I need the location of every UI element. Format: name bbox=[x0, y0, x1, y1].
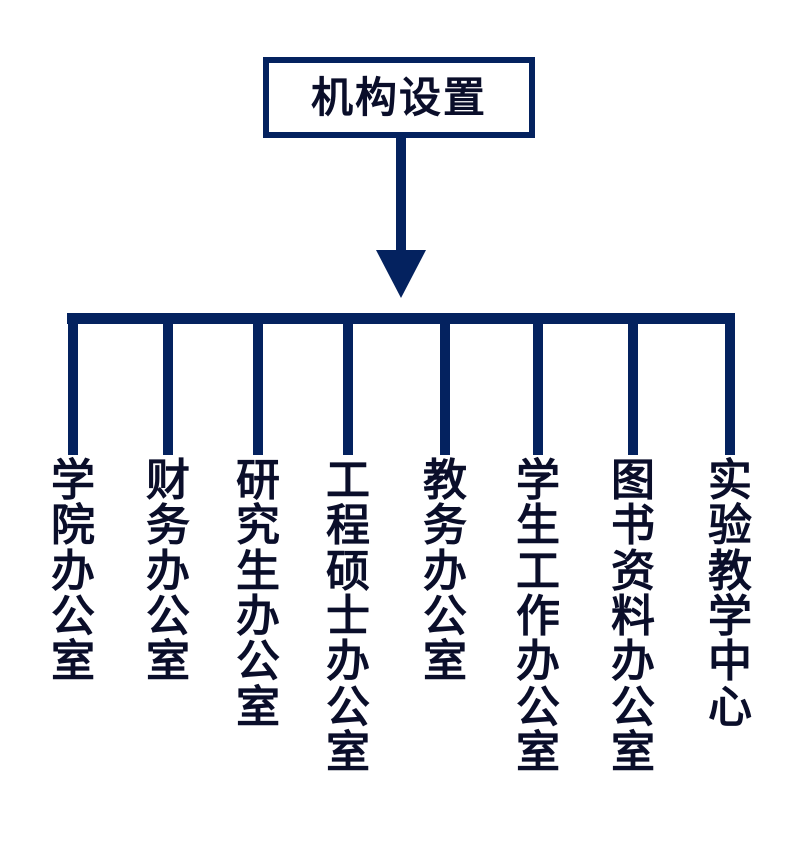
org-node-char: 务 bbox=[146, 500, 190, 552]
org-node-char: 工 bbox=[516, 545, 560, 597]
org-node-char: 公 bbox=[236, 636, 280, 688]
org-node-char: 办 bbox=[611, 636, 655, 688]
org-node-char: 硕 bbox=[326, 545, 370, 597]
org-node-char: 教 bbox=[423, 455, 467, 506]
arrow-stem bbox=[396, 138, 406, 251]
branch-stem-7 bbox=[628, 324, 638, 455]
org-node-char: 心 bbox=[708, 681, 752, 733]
org-node-char: 室 bbox=[423, 636, 467, 688]
org-node-char: 中 bbox=[708, 636, 752, 688]
org-node-4[interactable]: 工程硕士办公室 bbox=[318, 455, 378, 778]
org-node-char: 办 bbox=[423, 545, 467, 597]
org-node-char: 程 bbox=[326, 500, 370, 552]
org-node-char: 公 bbox=[146, 590, 190, 642]
org-node-char: 士 bbox=[326, 590, 370, 642]
org-node-char: 室 bbox=[236, 681, 280, 733]
org-node-char: 公 bbox=[423, 590, 467, 642]
org-node-8[interactable]: 实验教学中心 bbox=[700, 458, 760, 730]
horizontal-connector-bar bbox=[67, 313, 735, 324]
org-node-char: 办 bbox=[146, 545, 190, 597]
org-node-char: 办 bbox=[326, 636, 370, 688]
branch-stem-6 bbox=[533, 324, 543, 455]
org-node-char: 财 bbox=[146, 455, 190, 506]
org-node-char: 室 bbox=[611, 726, 655, 778]
branch-stem-5 bbox=[440, 324, 450, 455]
org-node-char: 图 bbox=[611, 455, 655, 506]
org-node-2[interactable]: 财务办公室 bbox=[138, 458, 198, 685]
org-node-char: 公 bbox=[516, 681, 560, 733]
org-node-char: 公 bbox=[611, 681, 655, 733]
branch-stem-8 bbox=[725, 324, 735, 455]
org-node-char: 验 bbox=[708, 500, 752, 552]
org-node-char: 教 bbox=[708, 545, 752, 597]
branch-stem-4 bbox=[343, 324, 353, 455]
org-node-char: 院 bbox=[51, 500, 95, 552]
org-node-char: 室 bbox=[326, 726, 370, 778]
org-node-char: 研 bbox=[236, 455, 280, 506]
org-node-3[interactable]: 研究生办公室 bbox=[228, 458, 288, 730]
org-node-char: 工 bbox=[326, 455, 370, 506]
org-node-char: 生 bbox=[516, 500, 560, 552]
org-node-1[interactable]: 学院办公室 bbox=[43, 458, 103, 685]
branch-stem-2 bbox=[163, 324, 173, 455]
org-node-char: 室 bbox=[51, 636, 95, 688]
org-node-char: 学 bbox=[51, 455, 95, 506]
down-arrow-icon bbox=[376, 250, 426, 298]
root-node-box[interactable]: 机构设置 bbox=[263, 57, 535, 138]
org-node-char: 办 bbox=[51, 545, 95, 597]
branch-stem-3 bbox=[253, 324, 263, 455]
org-node-char: 学 bbox=[516, 455, 560, 506]
org-node-char: 室 bbox=[146, 636, 190, 688]
org-node-char: 公 bbox=[51, 590, 95, 642]
org-node-char: 实 bbox=[708, 455, 752, 506]
root-node-label: 机构设置 bbox=[310, 72, 487, 122]
org-node-char: 作 bbox=[516, 590, 560, 642]
org-node-char: 公 bbox=[326, 681, 370, 733]
org-node-char: 料 bbox=[611, 590, 655, 642]
org-node-6[interactable]: 学生工作办公室 bbox=[508, 455, 568, 778]
org-node-char: 究 bbox=[236, 500, 280, 552]
org-node-char: 书 bbox=[611, 500, 655, 552]
org-node-5[interactable]: 教务办公室 bbox=[415, 458, 475, 685]
org-node-char: 资 bbox=[611, 545, 655, 597]
org-node-char: 学 bbox=[708, 590, 752, 642]
org-node-char: 办 bbox=[236, 590, 280, 642]
branch-stem-1 bbox=[68, 324, 78, 455]
org-node-char: 室 bbox=[516, 726, 560, 778]
org-node-char: 办 bbox=[516, 636, 560, 688]
org-node-char: 务 bbox=[423, 500, 467, 552]
org-node-7[interactable]: 图书资料办公室 bbox=[603, 455, 663, 778]
org-node-char: 生 bbox=[236, 545, 280, 597]
